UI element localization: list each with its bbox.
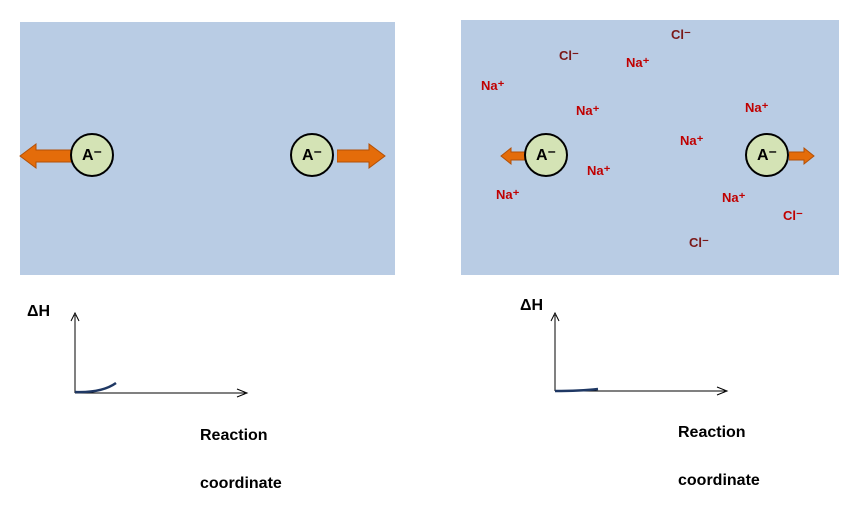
anion-right-1: A⁻ bbox=[524, 133, 568, 177]
sodium-ion: Na⁺ bbox=[722, 190, 746, 205]
x-axis-label-line2: coordinate bbox=[678, 472, 760, 489]
left-arrow-icon bbox=[19, 143, 72, 169]
sodium-ion: Na⁺ bbox=[626, 55, 650, 70]
sodium-ion: Na⁺ bbox=[481, 78, 505, 93]
right-arrow-icon bbox=[337, 143, 386, 169]
sodium-ion: Na⁺ bbox=[496, 187, 520, 202]
x-axis-label-line2: coordinate bbox=[200, 475, 282, 492]
x-axis-label: Reaction coordinate bbox=[200, 400, 282, 496]
x-axis-label-line1: Reaction bbox=[200, 427, 268, 444]
right-arrow-icon bbox=[789, 146, 815, 166]
left-enthalpy-graph bbox=[70, 311, 249, 398]
y-axis-label: ΔH bbox=[27, 303, 51, 320]
anion-left-2: A⁻ bbox=[290, 133, 334, 177]
sodium-ion: Na⁺ bbox=[587, 163, 611, 178]
chloride-ion: Cl⁻ bbox=[559, 48, 579, 63]
chloride-ion: Cl⁻ bbox=[671, 27, 691, 42]
right-enthalpy-graph bbox=[550, 311, 729, 396]
chloride-ion: Cl⁻ bbox=[689, 235, 709, 250]
x-axis-label-line1: Reaction bbox=[678, 424, 746, 441]
x-axis-label: Reaction coordinate bbox=[678, 397, 760, 493]
enthalpy-curve bbox=[74, 381, 117, 394]
left-arrow-icon bbox=[500, 146, 526, 166]
sodium-ion: Na⁺ bbox=[680, 133, 704, 148]
anion-left-1: A⁻ bbox=[70, 133, 114, 177]
sodium-ion: Na⁺ bbox=[576, 103, 600, 118]
anion-right-2: A⁻ bbox=[745, 133, 789, 177]
y-axis-label: ΔH bbox=[520, 297, 544, 314]
enthalpy-curve bbox=[554, 387, 599, 393]
sodium-ion: Cl⁻ bbox=[783, 208, 803, 223]
sodium-ion: Na⁺ bbox=[745, 100, 769, 115]
